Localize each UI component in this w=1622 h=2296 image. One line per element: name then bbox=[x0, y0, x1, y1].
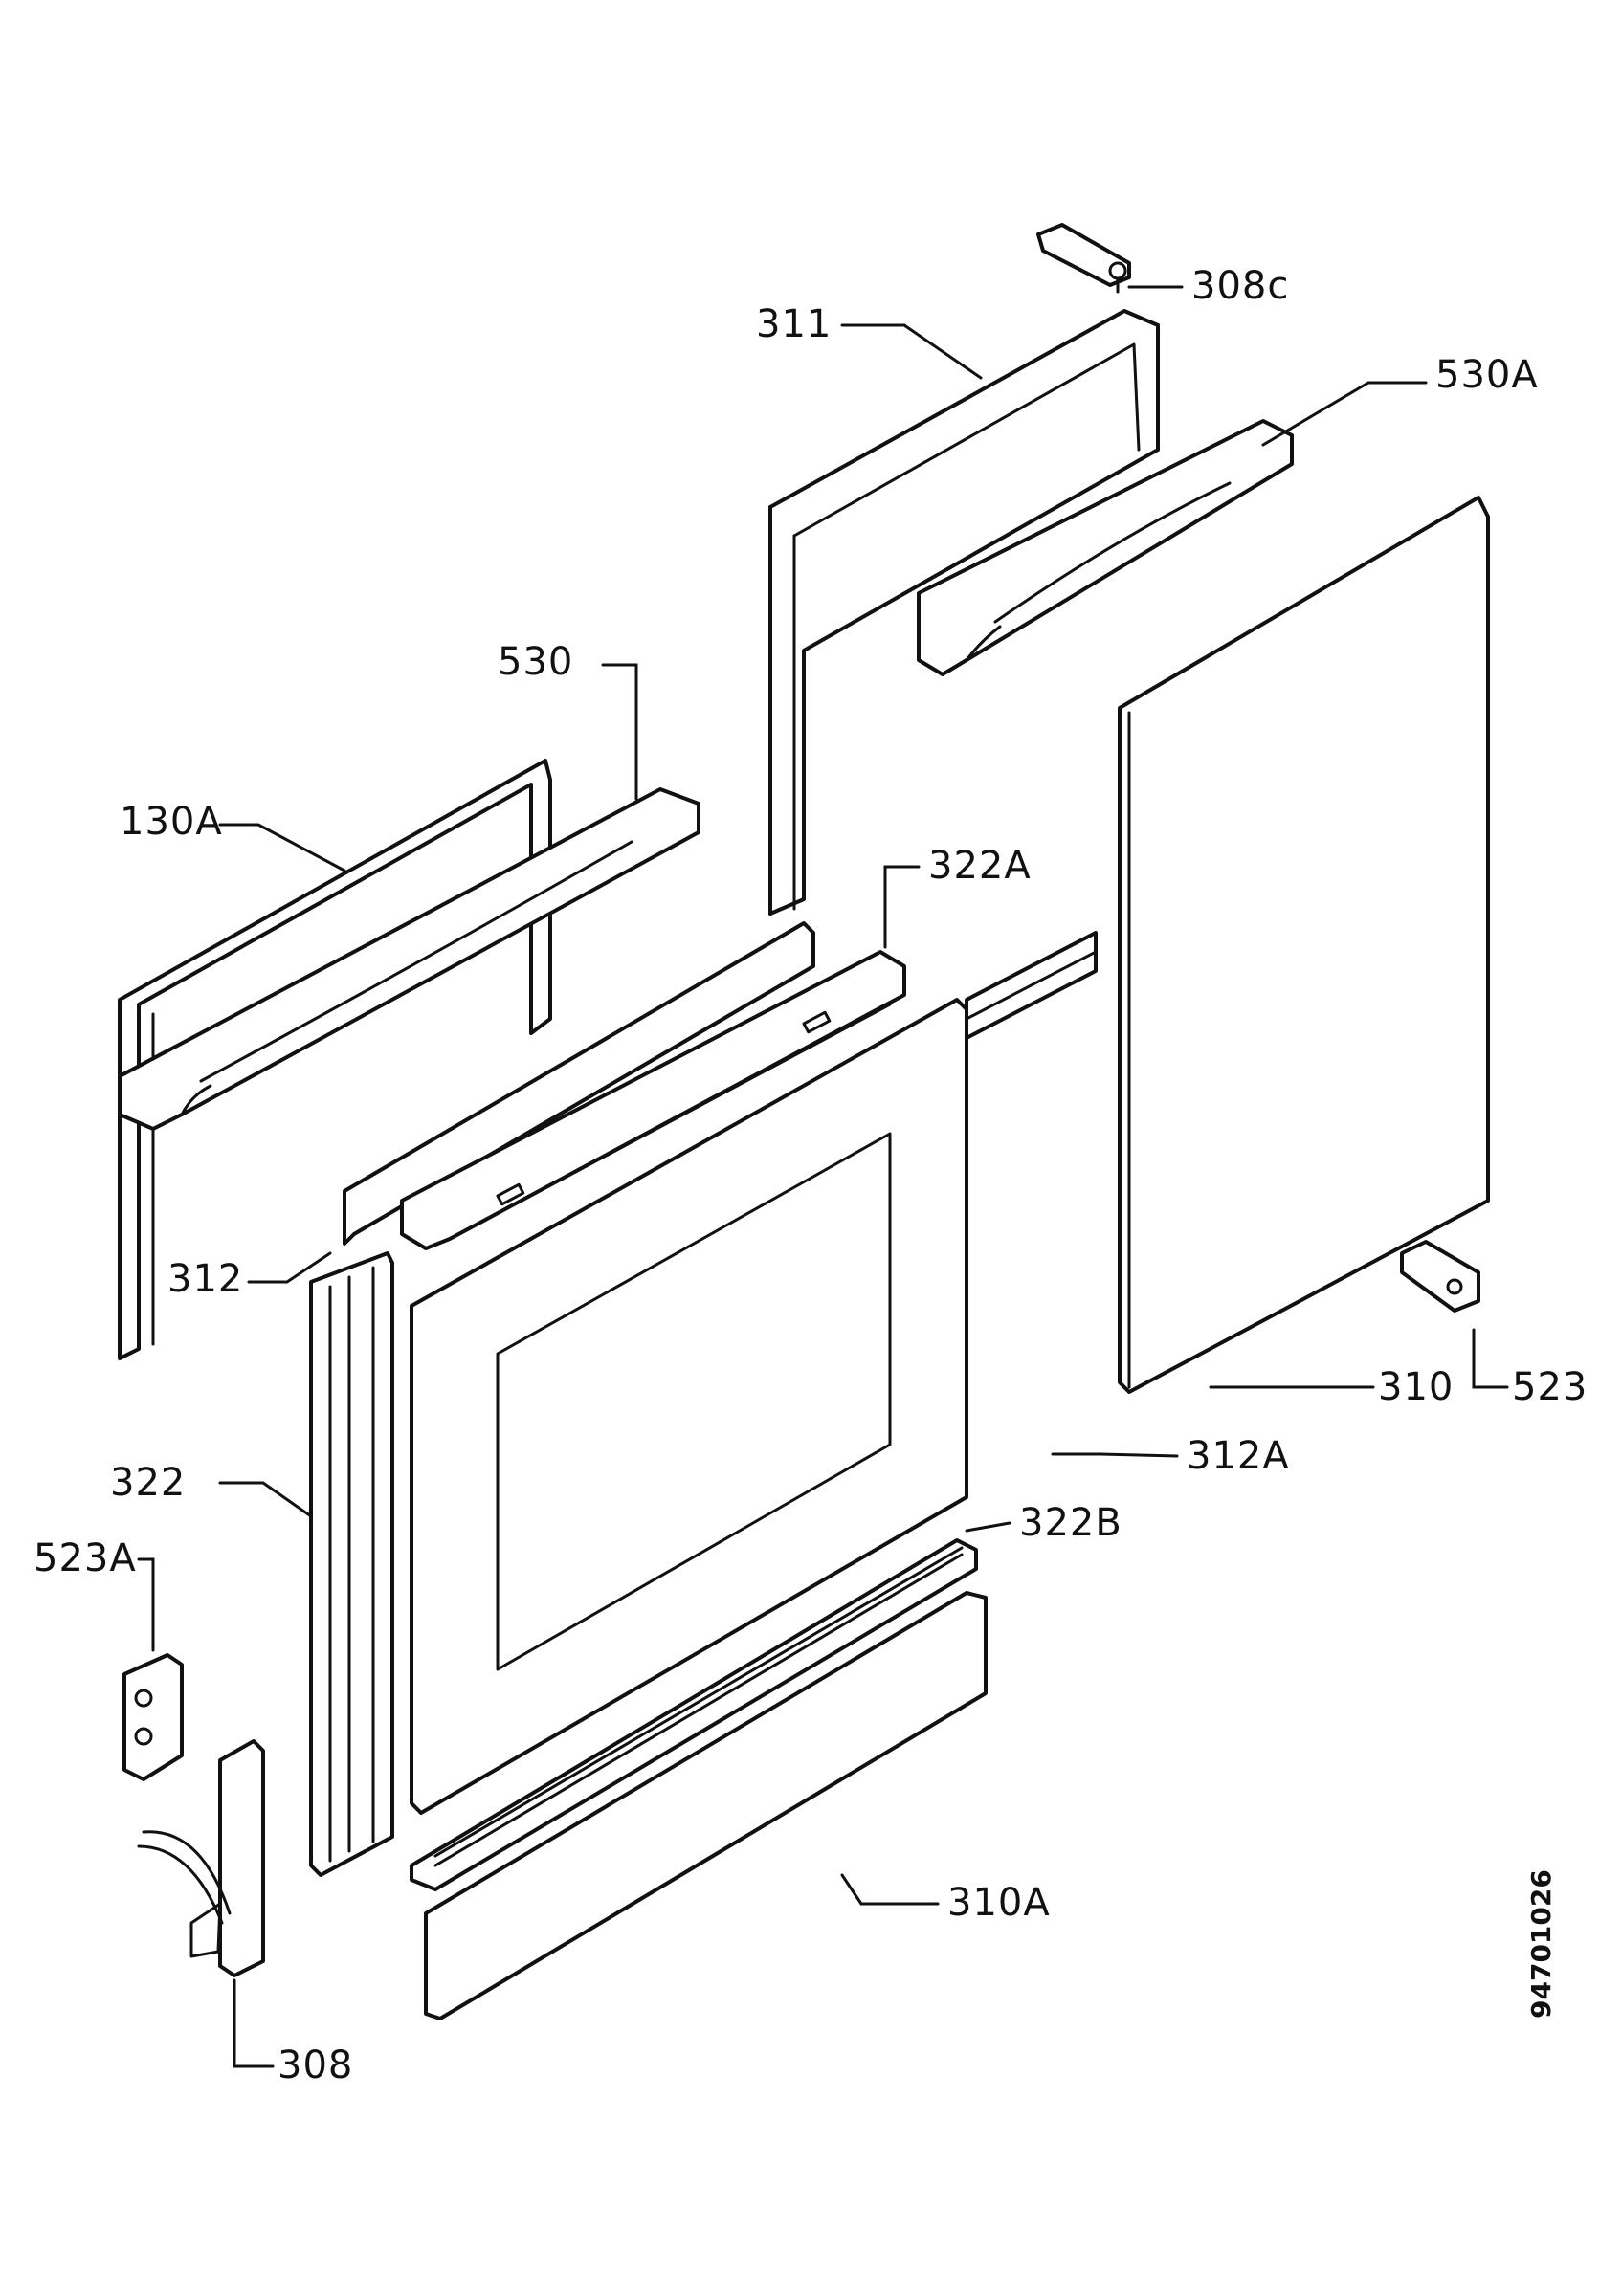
callout-530: 530 bbox=[498, 640, 573, 684]
callout-312: 312 bbox=[167, 1257, 243, 1301]
callout-312a: 312A bbox=[1187, 1434, 1290, 1478]
part-523a-hinge-block bbox=[122, 1653, 184, 1781]
callout-310a: 310A bbox=[947, 1881, 1051, 1925]
callout-530a: 530A bbox=[1435, 353, 1539, 397]
part-311-door-frame bbox=[768, 309, 1160, 916]
callout-311: 311 bbox=[756, 302, 832, 346]
part-308c-hinge-bracket bbox=[1036, 223, 1131, 294]
callout-labels: 308c 311 530A 530 130A 322A 312 310 523 … bbox=[33, 264, 1588, 2087]
document-number: 94701026 bbox=[1525, 1869, 1557, 2019]
part-322b-bottom-rail bbox=[410, 1538, 978, 1891]
part-308-hinge-arm bbox=[137, 1739, 265, 1977]
callout-310: 310 bbox=[1378, 1365, 1454, 1409]
part-523-hinge-plate bbox=[1400, 1240, 1480, 1313]
part-312a-inner-panel bbox=[410, 998, 968, 1815]
part-530-handle bbox=[118, 787, 700, 1131]
part-322-side-profile bbox=[309, 1251, 394, 1877]
part-312-inner-glass bbox=[343, 921, 815, 1246]
callout-308: 308 bbox=[278, 2043, 353, 2087]
leader-lines bbox=[137, 285, 1509, 2068]
part-310-front-glass bbox=[1118, 496, 1490, 1394]
callout-322: 322 bbox=[110, 1461, 186, 1505]
callout-130a: 130A bbox=[120, 800, 223, 844]
callout-523a: 523A bbox=[33, 1536, 137, 1580]
callout-322b: 322B bbox=[1019, 1501, 1122, 1545]
part-530a-handle bbox=[917, 419, 1294, 676]
callout-523: 523 bbox=[1512, 1365, 1588, 1409]
callout-322a: 322A bbox=[928, 844, 1032, 888]
callout-308c: 308c bbox=[1191, 264, 1289, 308]
part-cross-strip bbox=[965, 931, 1098, 1040]
part-310a-bottom-panel bbox=[424, 1591, 988, 2020]
part-322a-top-rail bbox=[400, 950, 906, 1250]
